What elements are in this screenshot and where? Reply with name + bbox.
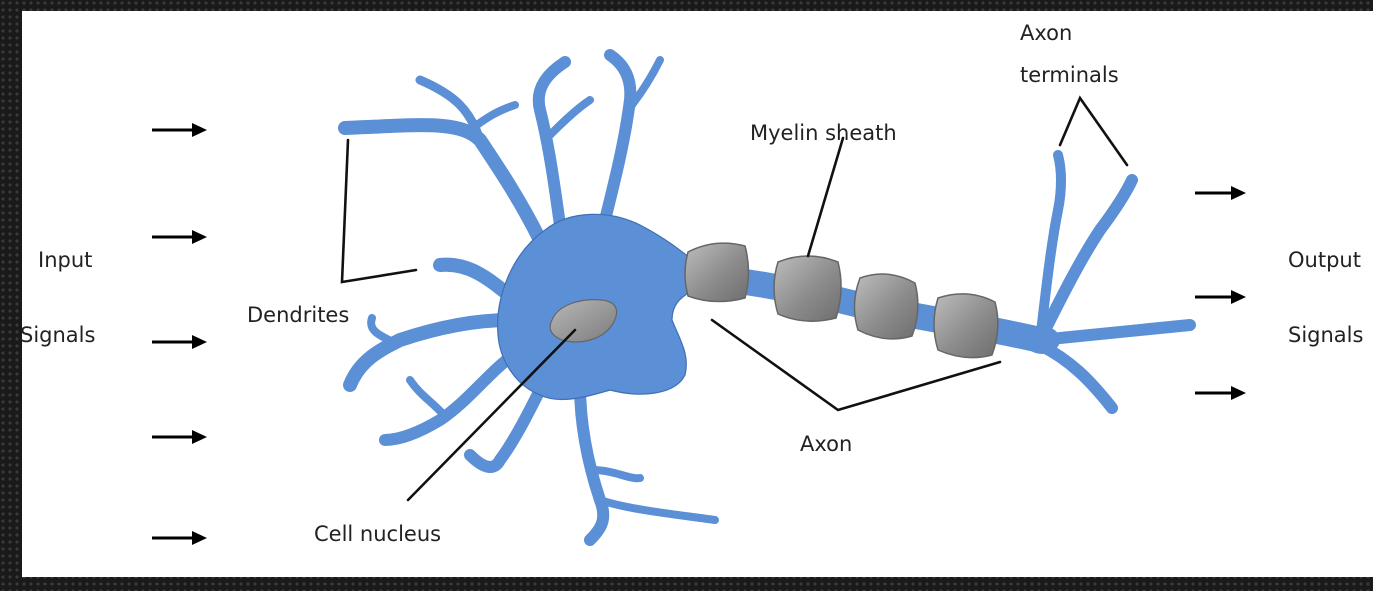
arrow-right-icon xyxy=(152,430,207,444)
arrow-right-icon xyxy=(1195,290,1246,304)
cell-nucleus-label: Cell nucleus xyxy=(314,522,441,546)
axon-terminals-label-line2: terminals xyxy=(1020,63,1119,87)
input-arrows xyxy=(152,123,207,545)
myelin-sheath-label: Myelin sheath xyxy=(750,121,897,145)
arrow-right-icon xyxy=(152,230,207,244)
arrow-right-icon xyxy=(1195,186,1246,200)
input-label: Input xyxy=(38,248,92,272)
neuron-diagram: Input Signals Output Signals Dendrites C… xyxy=(22,11,1373,577)
arrow-right-icon xyxy=(152,335,207,349)
arrow-right-icon xyxy=(152,123,207,137)
arrow-right-icon xyxy=(1195,386,1246,400)
output-signals-label: Signals xyxy=(1288,323,1363,347)
axon-terminals-label-line1: Axon xyxy=(1020,21,1072,45)
input-signals-label: Signals xyxy=(22,323,95,347)
output-arrows xyxy=(1195,186,1246,400)
axon-label: Axon xyxy=(800,432,852,456)
diagram-panel: Input Signals Output Signals Dendrites C… xyxy=(22,11,1373,577)
dendrites-label: Dendrites xyxy=(247,303,349,327)
axon-terminal-branches xyxy=(1024,155,1190,408)
arrow-right-icon xyxy=(152,531,207,545)
output-label: Output xyxy=(1288,248,1361,272)
